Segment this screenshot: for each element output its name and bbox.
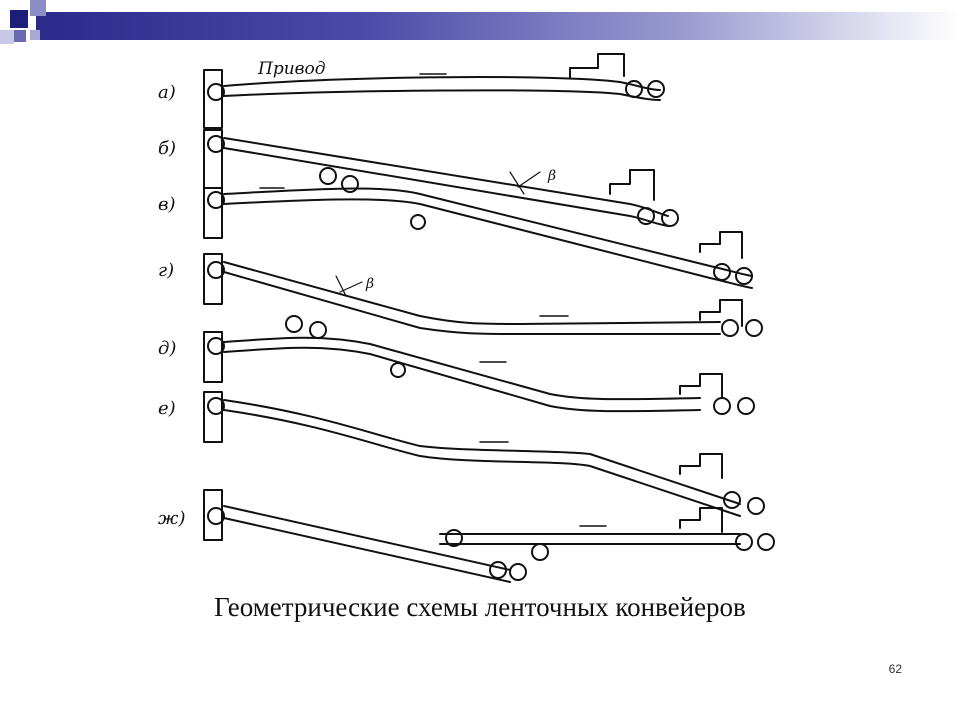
scheme-v — [203, 167, 753, 289]
row-label-a: а) — [158, 82, 176, 103]
slide-caption: Геометрические схемы ленточных конвейеро… — [214, 592, 746, 622]
drive-label: Привод — [257, 59, 326, 79]
scheme-zh — [203, 489, 775, 583]
scheme-d — [203, 315, 755, 415]
angle-label: β — [547, 168, 556, 184]
row-label-d: д) — [158, 338, 176, 359]
header-bar — [36, 12, 960, 40]
row-label-zh: ж) — [158, 508, 185, 529]
scheme-g — [203, 253, 763, 337]
scheme-b — [203, 129, 679, 227]
angle-label: β — [365, 276, 374, 292]
scheme-e — [203, 391, 765, 517]
conveyor-schemes-diagram: Привод β β а) б) в) г) д) е) ж) — [158, 53, 775, 583]
corner-square — [0, 30, 14, 44]
corner-square — [10, 10, 28, 28]
corner-square — [30, 0, 46, 16]
corner-square — [14, 30, 26, 42]
scheme-a — [203, 53, 665, 129]
corner-square — [30, 30, 40, 40]
row-label-g: г) — [158, 260, 174, 281]
page-number: 62 — [888, 662, 902, 676]
row-label-v: в) — [158, 194, 176, 215]
row-label-e: е) — [158, 398, 176, 419]
row-label-b: б) — [158, 138, 176, 159]
